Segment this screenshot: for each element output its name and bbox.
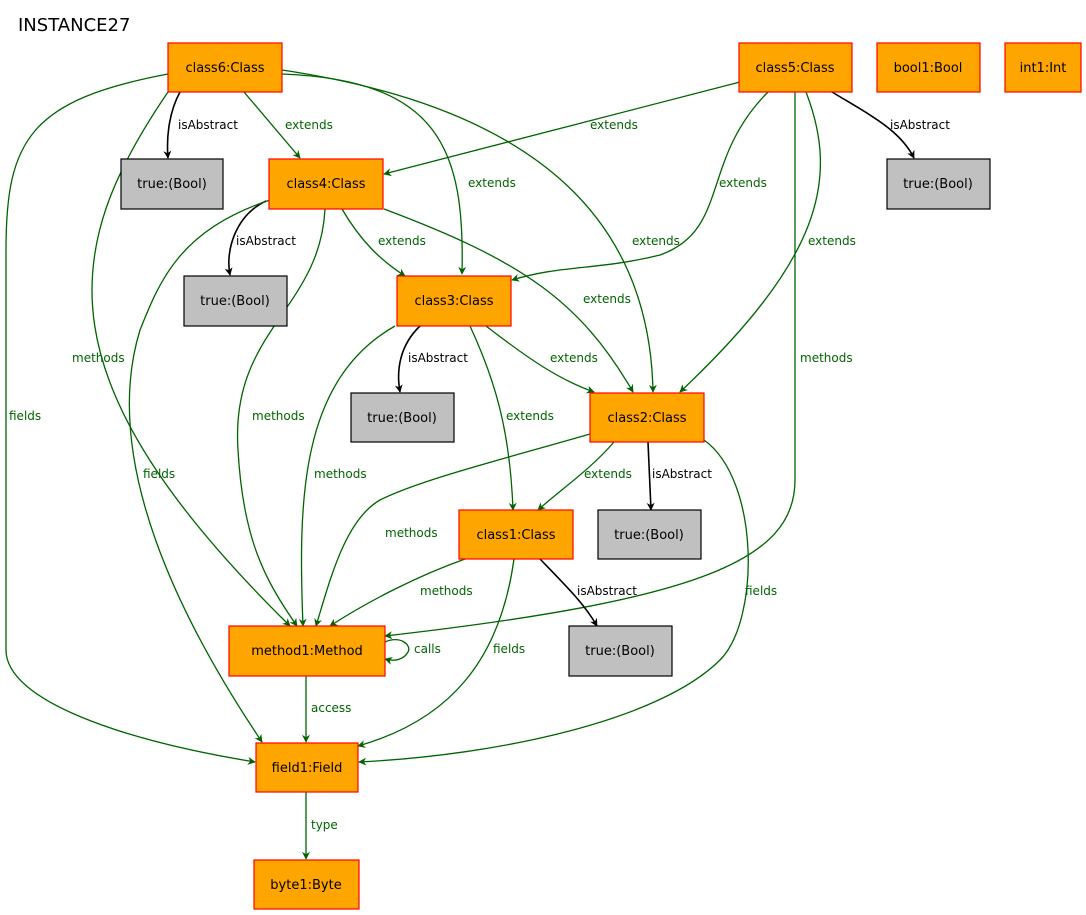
edge-class1-fields-field1 — [357, 558, 515, 748]
node-class5[interactable]: class5:Class — [738, 42, 853, 93]
node-label: class3:Class — [414, 294, 493, 309]
edge-class3-isabstract-true — [394, 325, 421, 393]
node-label: int1:Int — [1020, 61, 1067, 76]
node-true-class6[interactable]: true:(Bool) — [120, 158, 224, 210]
edge-class2-methods-method1 — [314, 433, 591, 627]
edge-label-extends: extends — [506, 409, 554, 423]
edge-label-methods: methods — [314, 467, 367, 481]
edge-label-isabstract: isAbstract — [236, 234, 296, 248]
node-label: class6:Class — [185, 61, 264, 76]
edge-class2-fields-field1 — [358, 439, 749, 766]
node-true-class5[interactable]: true:(Bool) — [886, 158, 991, 210]
edge-label-methods: methods — [252, 409, 305, 423]
node-byte1[interactable]: byte1:Byte — [253, 859, 360, 910]
edge-class2-extends-class1 — [537, 441, 615, 511]
edge-label-isabstract: isAbstract — [408, 351, 468, 365]
node-int1[interactable]: int1:Int — [1004, 42, 1082, 93]
node-true-class4[interactable]: true:(Bool) — [183, 275, 288, 327]
edge-class4-extends-class2 — [383, 208, 634, 393]
node-class2[interactable]: class2:Class — [589, 392, 705, 443]
edge-class2-isabstract-true — [646, 441, 655, 511]
edge-label-extends: extends — [378, 234, 426, 248]
node-label: true:(Bool) — [614, 528, 684, 543]
edge-class3-extends-class1 — [469, 325, 517, 511]
node-label: class4:Class — [286, 177, 365, 192]
node-true-class1[interactable]: true:(Bool) — [568, 625, 673, 677]
edge-label-extends: extends — [550, 351, 598, 365]
edge-class6-fields-field1 — [5, 73, 256, 765]
edge-class4-methods-method1 — [236, 208, 326, 627]
edge-label-isabstract: isAbstract — [652, 467, 712, 481]
edge-label-methods: methods — [72, 351, 125, 365]
edge-label-fields: fields — [493, 642, 525, 656]
node-label: true:(Bool) — [137, 177, 207, 192]
edge-label-isabstract: isAbstract — [178, 118, 238, 132]
edge-class4-fields-field1 — [128, 199, 271, 743]
edge-class1-methods-method1 — [329, 558, 466, 627]
edge-class6-extends-class4 — [243, 91, 301, 159]
edge-label-extends: extends — [719, 176, 767, 190]
edge-label-extends: extends — [808, 234, 856, 248]
node-label: method1:Method — [251, 644, 363, 659]
edge-class5-extends-class3 — [511, 91, 769, 282]
edge-label-access: access — [311, 701, 351, 715]
edge-label-extends: extends — [590, 118, 638, 132]
node-label: true:(Bool) — [200, 294, 270, 309]
node-true-class3[interactable]: true:(Bool) — [350, 392, 455, 443]
edge-label-fields: fields — [143, 467, 175, 481]
edge-label-calls: calls — [414, 642, 441, 656]
edge-class5-methods-method1 — [384, 92, 796, 640]
node-bool1[interactable]: bool1:Bool — [876, 42, 981, 93]
edge-class5-isabstract-true — [831, 91, 915, 159]
edge-label-methods: methods — [800, 351, 853, 365]
edge-label-extends: extends — [583, 292, 631, 306]
edge-class4-extends-class3 — [341, 208, 406, 277]
edge-label-extends: extends — [468, 176, 516, 190]
edge-class5-extends-class2 — [679, 91, 821, 393]
edge-label-extends: extends — [632, 234, 680, 248]
edge-class5-extends-class4 — [383, 81, 741, 177]
edge-class3-methods-method1 — [298, 325, 396, 627]
node-label: class5:Class — [755, 61, 834, 76]
edge-method1-calls-self — [384, 638, 410, 665]
node-label: bool1:Bool — [894, 61, 963, 76]
edge-label-extends: extends — [285, 118, 333, 132]
edge-label-methods: methods — [420, 584, 473, 598]
edge-class4-isabstract-true — [224, 200, 267, 276]
node-label: class1:Class — [476, 528, 555, 543]
node-field1[interactable]: field1:Field — [255, 742, 359, 793]
node-class6[interactable]: class6:Class — [167, 42, 283, 93]
node-label: class2:Class — [607, 411, 686, 426]
node-label: true:(Bool) — [585, 644, 655, 659]
node-label: byte1:Byte — [270, 878, 341, 893]
node-label: true:(Bool) — [367, 411, 437, 426]
edge-class1-isabstract-true — [539, 558, 598, 627]
edge-class3-extends-class2 — [485, 325, 595, 394]
edge-label-methods: methods — [385, 526, 438, 540]
edge-label-type: type — [311, 818, 338, 832]
edge-label-isabstract: isAbstract — [577, 584, 637, 598]
edge-label-fields: fields — [9, 409, 41, 423]
node-class4[interactable]: class4:Class — [268, 158, 384, 210]
node-label: field1:Field — [272, 761, 343, 776]
node-method1[interactable]: method1:Method — [228, 625, 386, 677]
edge-class6-methods-method1 — [91, 91, 291, 627]
node-true-class2[interactable]: true:(Bool) — [597, 509, 702, 560]
edge-class6-isabstract-true — [163, 91, 181, 159]
node-label: true:(Bool) — [903, 177, 973, 192]
node-class3[interactable]: class3:Class — [396, 275, 512, 327]
edge-label-fields: fields — [745, 584, 777, 598]
edge-label-extends: extends — [584, 467, 632, 481]
node-class1[interactable]: class1:Class — [458, 509, 574, 560]
edge-class6-extends-class2 — [281, 69, 657, 393]
edge-label-isabstract: isAbstract — [890, 118, 950, 132]
diagram-title: INSTANCE27 — [18, 15, 130, 36]
